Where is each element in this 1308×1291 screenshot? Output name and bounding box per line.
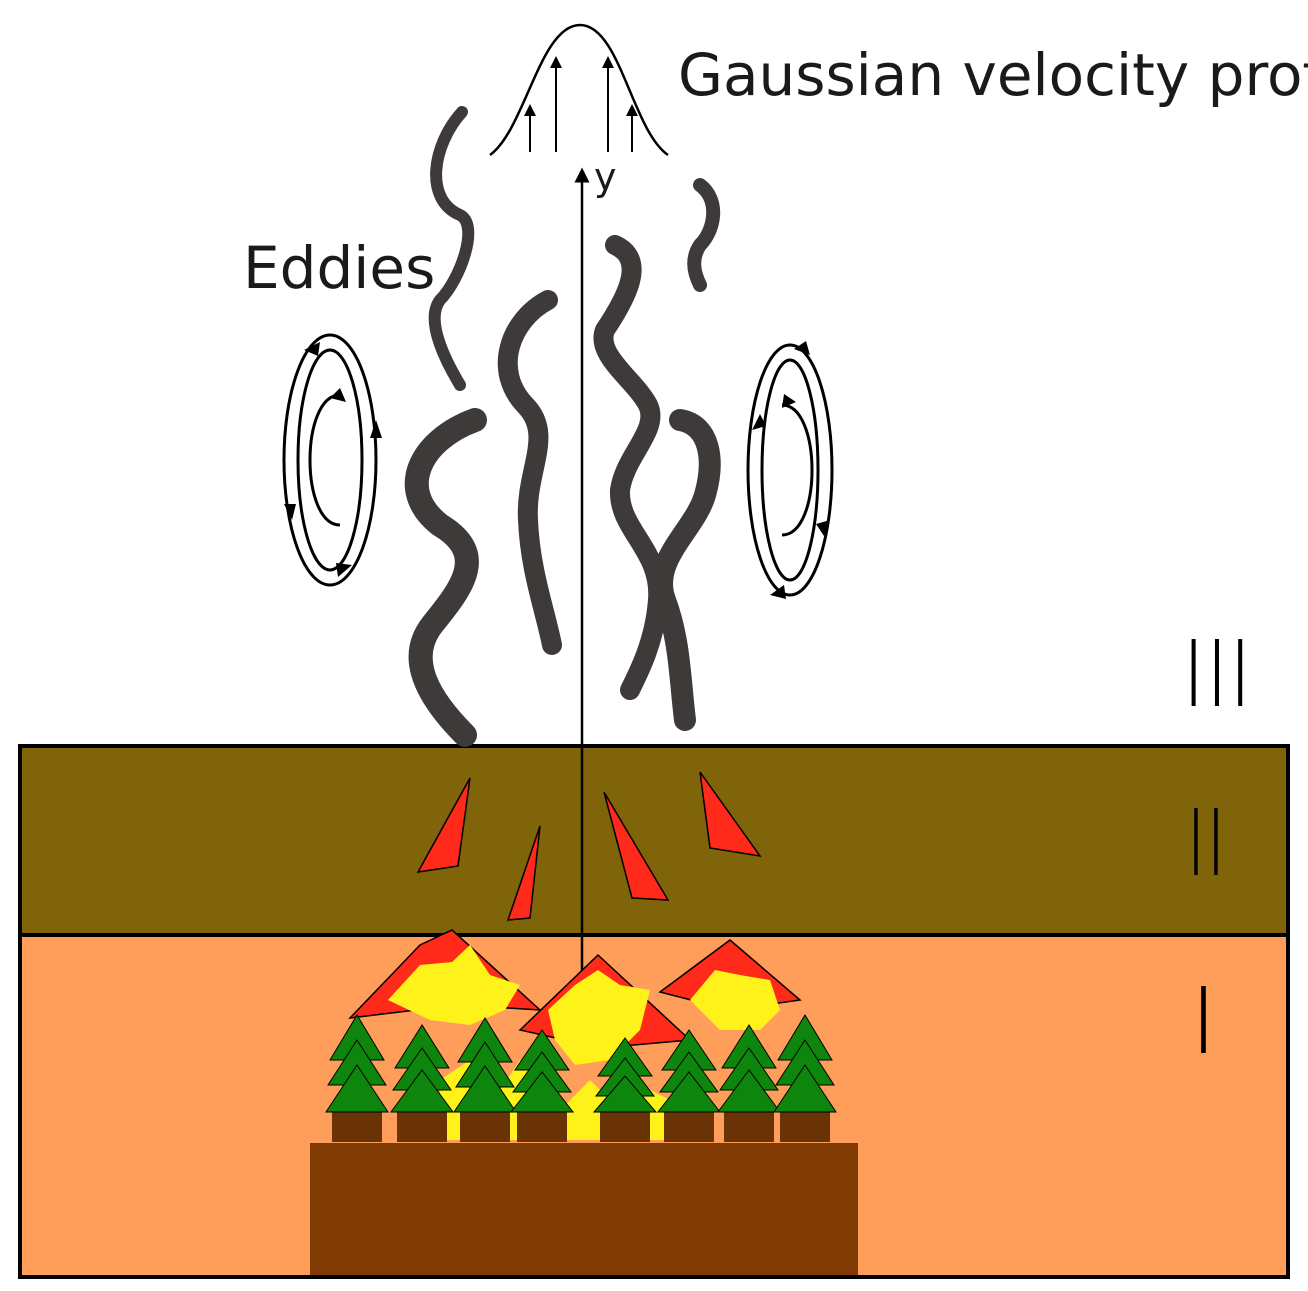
left-eddy-icon <box>282 333 382 587</box>
zone-II-layer <box>18 744 1290 937</box>
tree <box>592 1037 658 1142</box>
tree <box>453 1017 517 1142</box>
y-axis-label: y <box>594 155 617 199</box>
profile-label: Gaussian velocity profile <box>678 41 1308 109</box>
eddies-label: Eddies <box>243 234 435 302</box>
zone-label-II: II <box>1186 790 1226 897</box>
smoke-plumes <box>404 106 721 747</box>
tree <box>509 1029 575 1142</box>
tree <box>656 1029 722 1142</box>
zone-label-III: III <box>1182 621 1252 728</box>
tree <box>717 1024 781 1142</box>
tree <box>390 1024 454 1142</box>
tree <box>773 1014 837 1142</box>
ground-block <box>310 1143 858 1275</box>
ember-fragments <box>416 771 762 921</box>
tree-row <box>325 1014 837 1142</box>
tree <box>325 1014 389 1142</box>
zone-label-I: I <box>1190 968 1217 1075</box>
right-eddy-icon <box>746 341 834 599</box>
gaussian-profile <box>489 23 669 157</box>
